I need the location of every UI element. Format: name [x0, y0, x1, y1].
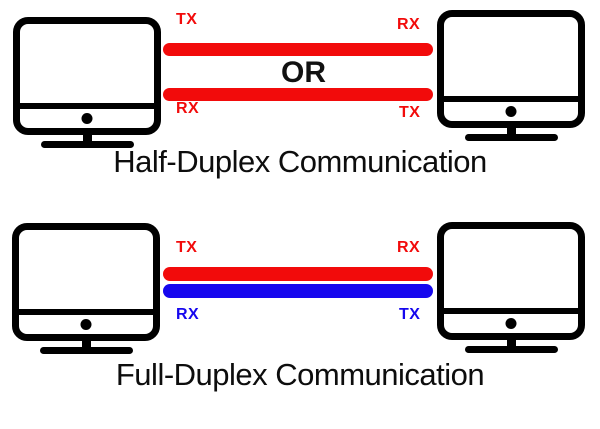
monitor-camera-dot [505, 318, 517, 329]
red-channel-bar-bottom [163, 88, 433, 101]
computer-monitor-icon [437, 10, 585, 141]
rx-label: RX [176, 100, 200, 117]
monitor-stand-base [464, 134, 558, 141]
rx-label: RX [397, 239, 421, 256]
monitor-camera-dot [80, 319, 92, 330]
tx-label: TX [399, 104, 421, 121]
monitor-camera-dot [81, 113, 93, 124]
monitor-bezel-line [20, 103, 154, 109]
tx-label: TX [176, 11, 198, 28]
monitor-stand-base [464, 346, 558, 353]
monitor-bezel-line [19, 309, 153, 315]
monitor-stand-neck [506, 340, 516, 346]
blue-receive-channel-bar [163, 284, 433, 298]
monitor-bezel-line [444, 308, 578, 314]
monitor-stand-neck [82, 135, 92, 141]
monitor-screen [12, 223, 160, 341]
monitor-bezel-line [444, 96, 578, 102]
half-duplex-title: Half-Duplex Communication [113, 144, 487, 179]
monitor-screen [13, 17, 161, 135]
monitor-stand-neck [81, 341, 91, 347]
monitor-stand-base [39, 347, 133, 354]
computer-monitor-icon [13, 17, 161, 148]
computer-monitor-icon [437, 222, 585, 353]
rx-label: RX [397, 16, 421, 33]
full-duplex-title: Full-Duplex Communication [115, 357, 485, 392]
or-label: OR [281, 56, 326, 89]
rx-label: RX [176, 306, 200, 323]
tx-label: TX [176, 239, 198, 256]
computer-monitor-icon [12, 223, 160, 354]
red-transmit-channel-bar [163, 267, 433, 281]
monitor-screen [437, 222, 585, 340]
tx-label: TX [399, 306, 421, 323]
monitor-stand-neck [506, 128, 516, 134]
monitor-camera-dot [505, 106, 517, 117]
monitor-screen [437, 10, 585, 128]
red-channel-bar-top [163, 43, 433, 56]
monitor-stand-base [40, 141, 134, 148]
